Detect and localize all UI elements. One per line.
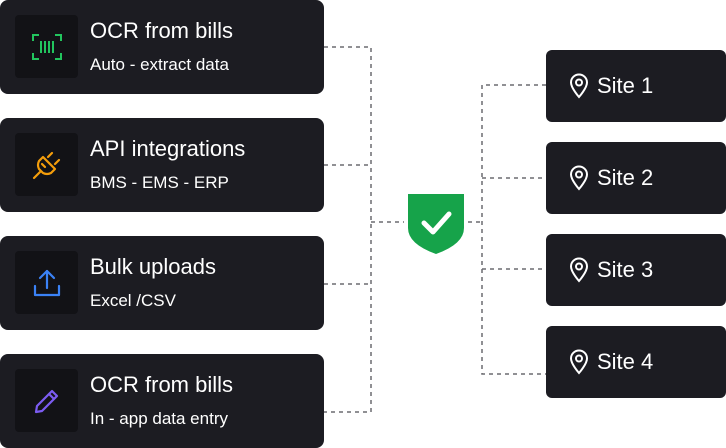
source-card-in-app-entry: OCR from bills In - app data entry <box>0 354 324 448</box>
icon-box <box>15 133 78 196</box>
icon-box <box>15 369 78 432</box>
source-card-bulk-uploads: Bulk uploads Excel /CSV <box>0 236 324 330</box>
location-pin-icon <box>569 73 589 99</box>
site-label: Site 2 <box>597 165 654 190</box>
location-pin-icon <box>569 165 589 191</box>
shield-check-icon <box>408 194 464 254</box>
pencil-icon <box>34 389 58 413</box>
source-subtitle: Auto - extract data <box>90 55 229 74</box>
upload-icon <box>33 269 60 296</box>
connector-source-1 <box>324 46 372 413</box>
location-pin-icon <box>569 257 589 283</box>
source-subtitle: BMS - EMS - ERP <box>90 173 229 192</box>
connector-sites-bus <box>481 84 546 375</box>
source-title: API integrations <box>90 136 246 161</box>
site-card-1: Site 1 <box>546 50 726 122</box>
source-card-api-integrations: API integrations BMS - EMS - ERP <box>0 118 324 212</box>
source-title: Bulk uploads <box>90 254 216 279</box>
source-card-ocr-bills: OCR from bills Auto - extract data <box>0 0 324 94</box>
plug-icon <box>32 151 60 179</box>
source-title: OCR from bills <box>90 372 234 397</box>
site-card-2: Site 2 <box>546 142 726 214</box>
icon-box <box>15 15 78 78</box>
source-subtitle: In - app data entry <box>90 409 228 428</box>
site-label: Site 3 <box>597 257 654 282</box>
source-title: OCR from bills <box>90 18 234 43</box>
location-pin-icon <box>569 349 589 375</box>
barcode-scan-icon <box>31 33 62 60</box>
site-card-3: Site 3 <box>546 234 726 306</box>
site-label: Site 4 <box>597 349 654 374</box>
site-card-4: Site 4 <box>546 326 726 398</box>
icon-box <box>15 251 78 314</box>
source-subtitle: Excel /CSV <box>90 291 176 310</box>
site-label: Site 1 <box>597 73 654 98</box>
